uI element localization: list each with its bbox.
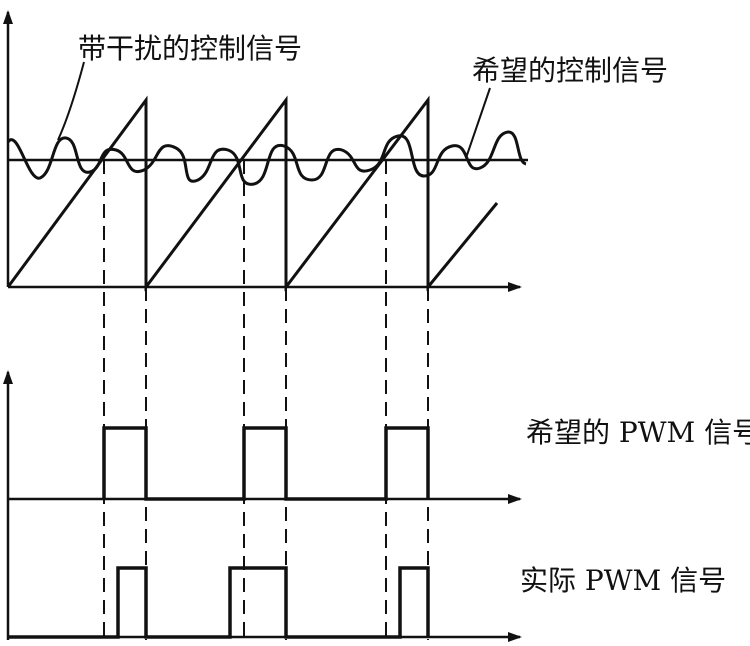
noisy-control-signal bbox=[6, 130, 527, 186]
desired-label-leader bbox=[465, 87, 491, 159]
desired-pwm-waveform bbox=[102, 426, 430, 501]
desired-pwm-label: 希望的 PWM 信号 bbox=[526, 416, 750, 449]
noisy-control-label: 带干扰的控制信号 bbox=[78, 32, 302, 65]
noisy-label-leader bbox=[57, 61, 85, 141]
desired-control-label: 希望的控制信号 bbox=[472, 54, 668, 87]
actual-pwm-label: 实际 PWM 信号 bbox=[520, 564, 726, 597]
actual-pwm-waveform bbox=[8, 566, 430, 639]
sawtooth-carrier bbox=[6, 95, 499, 292]
